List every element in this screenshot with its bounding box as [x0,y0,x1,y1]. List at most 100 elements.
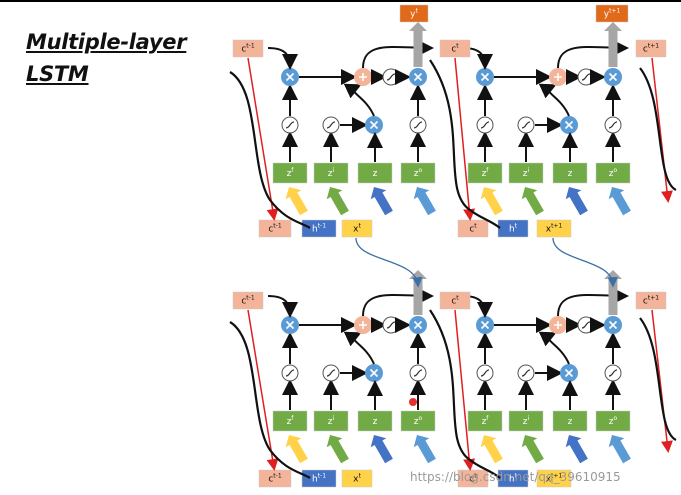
red-arrow-bot-right [651,309,673,453]
red-arrow-top-left [247,57,279,221]
cell-bot-t1-1-arrow-green [521,435,544,464]
cell-bot-t1-1-arrow-lightblue [608,435,631,464]
cell-top-t1-1-add-node-glyph [554,73,562,81]
cell-top-t1-1-gate-zo-text: zo [609,167,618,179]
cell-bot-t1-1-gate-z-rect [552,410,588,432]
cell-top-t-0-arrow-up-output [409,22,427,67]
cell-top-t1-1-gate-zf-text: zf [482,167,490,179]
cell-top-t-0-gate-zf-text: zf [287,167,295,179]
red-arrow-bot-mid [454,309,476,471]
cell-bot-t1-1-mul-input [560,364,578,382]
cell-top-t-0-gate-zo-rect [400,162,436,184]
label-y-t-top-rect [399,4,429,23]
cell-bot-t-0-mul-forget [281,316,299,334]
swoosh-bot-right [639,317,677,441]
cell-top-t1-1-tanh [577,68,595,86]
label-y-tp1-top-text: yt+1 [604,8,621,20]
label-y-t-top: yt [399,4,429,23]
label-x-t-top-row-rect [341,219,373,238]
cell-bot-t-0-mul-input-glyph [369,368,379,378]
cell-bot-t-0-gate-zf-text: zf [287,415,295,427]
cell-bot-t1-1-mul-forget-glyph [480,320,490,330]
cell-top-t1-1-mul-output [604,68,622,86]
cell-top-t-0-gate-zi-text: zi [328,167,335,179]
label-h-t-bot-row: ht [497,469,529,488]
label-c-tm1-bottom-bot-row-text: ct-1 [268,473,281,485]
cell-bot-t-0-sigmoid-o [409,364,427,382]
label-x-t-bot-row: xt [341,469,373,488]
cell-bot-t1-1-gate-zi: zi [508,410,544,432]
cell-bot-t-0-add-node [354,316,372,334]
swoosh-bot-left [229,321,311,479]
label-x-t-top-row-text: xt [353,223,361,235]
label-c-tm1-bottom-top-row: ct-1 [258,219,292,238]
label-c-tp1-bot-right-rect [635,291,667,310]
cell-top-t1-1-sigmoid-o-glyph [608,121,618,129]
cell-top-t1-1-gate-z-text: z [568,169,573,179]
cell-bot-t1-1-mul-output-glyph [608,320,618,330]
cell-top-t-0-gate-z-text: z [373,169,378,179]
cell-bot-t-0-gate-zi: zi [313,410,349,432]
cell-bot-t1-1-add-node [549,316,567,334]
cell-top-t1-1-gate-zi-rect [508,162,544,184]
cell-top-t-0-mul-output-glyph [413,72,423,82]
cell-bot-t1-1-gate-zf-rect [467,410,503,432]
cell-top-t1-1-sigmoid-i-glyph [521,121,531,129]
cell-top-t-0-gate-z: z [357,162,393,184]
label-h-t-top-row-rect [497,219,529,238]
cell-bot-t-0-mul-output-glyph [413,320,423,330]
cell-top-t1-1-arrow-blue [565,187,588,216]
cell-bot-t1-1-gate-zi-rect [508,410,544,432]
cell-top-t-0-gate-z-rect [357,162,393,184]
cell-top-t-0-arrow-blue [370,187,393,216]
cell-bot-t-0-gate-z-text: z [373,417,378,427]
top-border [0,0,681,2]
cell-bot-t1-1-tanh-glyph [581,321,591,329]
cell-bot-t1-1-sigmoid-f [476,364,494,382]
label-x-tp1-bot-row: xt+1 [536,469,572,488]
label-c-t-bot-mid-text: ct [451,295,459,307]
cell-bot-t-0-gate-zo: zo [400,410,436,432]
cell-top-t-0-arrow-yellow [285,187,308,216]
label-x-t-bot-row-text: xt [353,473,361,485]
cell-bot-t-0-sigmoid-f [281,364,299,382]
cell-top-t1-1-mul-input [560,116,578,134]
cell-bot-t-0-tanh [382,316,400,334]
cell-bot-t1-1-sigmoid-o-glyph [608,369,618,377]
cell-bot-t-0-gate-zi-rect [313,410,349,432]
cell-top-t-0-gate-zi: zi [313,162,349,184]
label-h-tm1-top-row-text: ht-1 [312,223,326,235]
cell-bot-t-0-arrow-lightblue [413,435,436,464]
label-h-tm1-top-row: ht-1 [301,219,337,238]
label-c-tp1-top-right-text: ct+1 [643,43,659,55]
slide-title-line1: Multiple-layer [26,30,187,54]
cell-bot-t1-1-tanh [577,316,595,334]
cell-top-t1-1-gate-zf-rect [467,162,503,184]
cell-top-t1-1-tanh-glyph [581,73,591,81]
cell-bot-t1-1-arrow-blue [565,435,588,464]
cell-bot-t-0-sigmoid-f-glyph [285,369,295,377]
cell-top-t1-1-mul-forget-glyph [480,72,490,82]
label-c-tp1-bot-right-text: ct+1 [643,295,659,307]
cell-bot-t1-1-gate-zf: zf [467,410,503,432]
cell-bot-t1-1-gate-zi-text: zi [523,415,530,427]
label-h-t-top-row: ht [497,219,529,238]
label-h-t-top-row-text: ht [509,223,518,235]
cell-top-t-0-sigmoid-f-glyph [285,121,295,129]
cell-top-t-0-mul-input-glyph [369,120,379,130]
cell-bot-t-0-gate-z: z [357,410,393,432]
cell-bot-t1-1-mul-output [604,316,622,334]
cell-bot-t1-1-gate-z: z [552,410,588,432]
label-x-t-top-row: xt [341,219,373,238]
cell-bot-t-0-sigmoid-o-glyph [413,369,423,377]
cell-bot-t-0-add-node-glyph [359,321,367,329]
cell-top-t1-1-arrow-lightblue [608,187,631,216]
label-c-tm1-bottom-top-row-text: ct-1 [268,223,281,235]
cell-bot-t-0-mul-input [365,364,383,382]
cell-bot-t1-1-sigmoid-o [604,364,622,382]
red-arrow-top-mid [454,57,476,221]
cell-bot-t-0-tanh-glyph [386,321,396,329]
cell-top-t-0-tanh-glyph [386,73,396,81]
label-c-tp1-top-right: ct+1 [635,39,667,58]
cell-bot-t1-1-gate-zf-text: zf [482,415,490,427]
